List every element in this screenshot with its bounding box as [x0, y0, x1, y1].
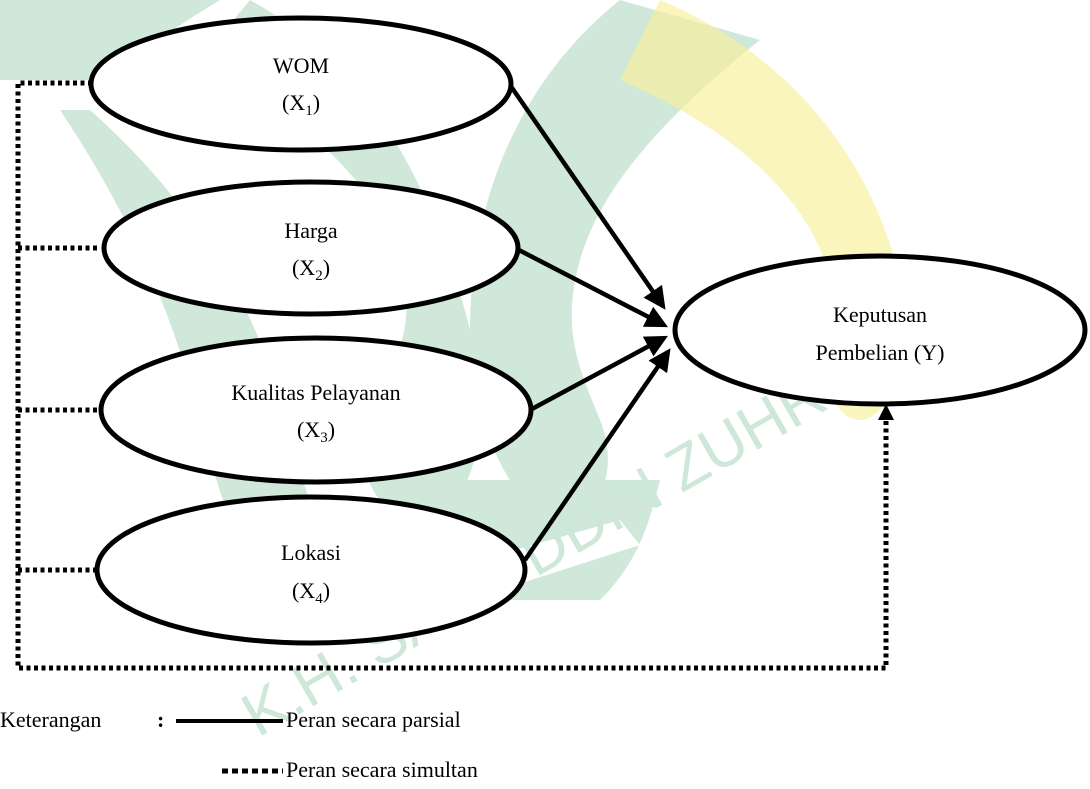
node-x3-label: Kualitas Pelayanan	[231, 380, 400, 405]
node-x1-sub: (X1)	[282, 90, 320, 119]
arrow-x3-to-y	[528, 335, 668, 412]
legend-colon: :	[157, 707, 164, 732]
node-y-label-line1: Keputusan	[833, 302, 927, 327]
node-x2: Harga (X2)	[101, 179, 521, 317]
node-x4-label: Lokasi	[281, 540, 341, 565]
legend-heading: Keterangan	[0, 707, 101, 732]
legend-solid-label: Peran secara parsial	[286, 707, 461, 732]
node-x1-label: WOM	[273, 53, 329, 78]
simultaneous-bracket	[15, 80, 889, 671]
node-x2-label: Harga	[284, 218, 338, 243]
node-y-label-line2: Pembelian (Y)	[816, 340, 945, 365]
node-x4-sub: (X4)	[292, 578, 330, 607]
partial-arrows	[508, 83, 671, 562]
arrow-x1-to-y	[508, 83, 666, 310]
arrow-x4-to-y	[523, 348, 671, 562]
arrow-x2-to-y	[513, 246, 668, 328]
legend: Keterangan : Peran secara parsial Peran …	[0, 707, 478, 782]
simultaneous-arrowhead	[878, 404, 894, 420]
node-x3-sub: (X3)	[297, 417, 335, 446]
node-x2-sub: (X2)	[292, 255, 330, 284]
node-x1: WOM (X1)	[88, 15, 514, 153]
legend-dotted-label: Peran secara simultan	[286, 757, 478, 782]
node-x3: Kualitas Pelayanan (X3)	[98, 335, 534, 485]
node-x4: Lokasi (X4)	[94, 494, 528, 646]
node-y: Keputusan Pembelian (Y)	[672, 253, 1088, 407]
simultaneous-connector	[15, 80, 894, 671]
